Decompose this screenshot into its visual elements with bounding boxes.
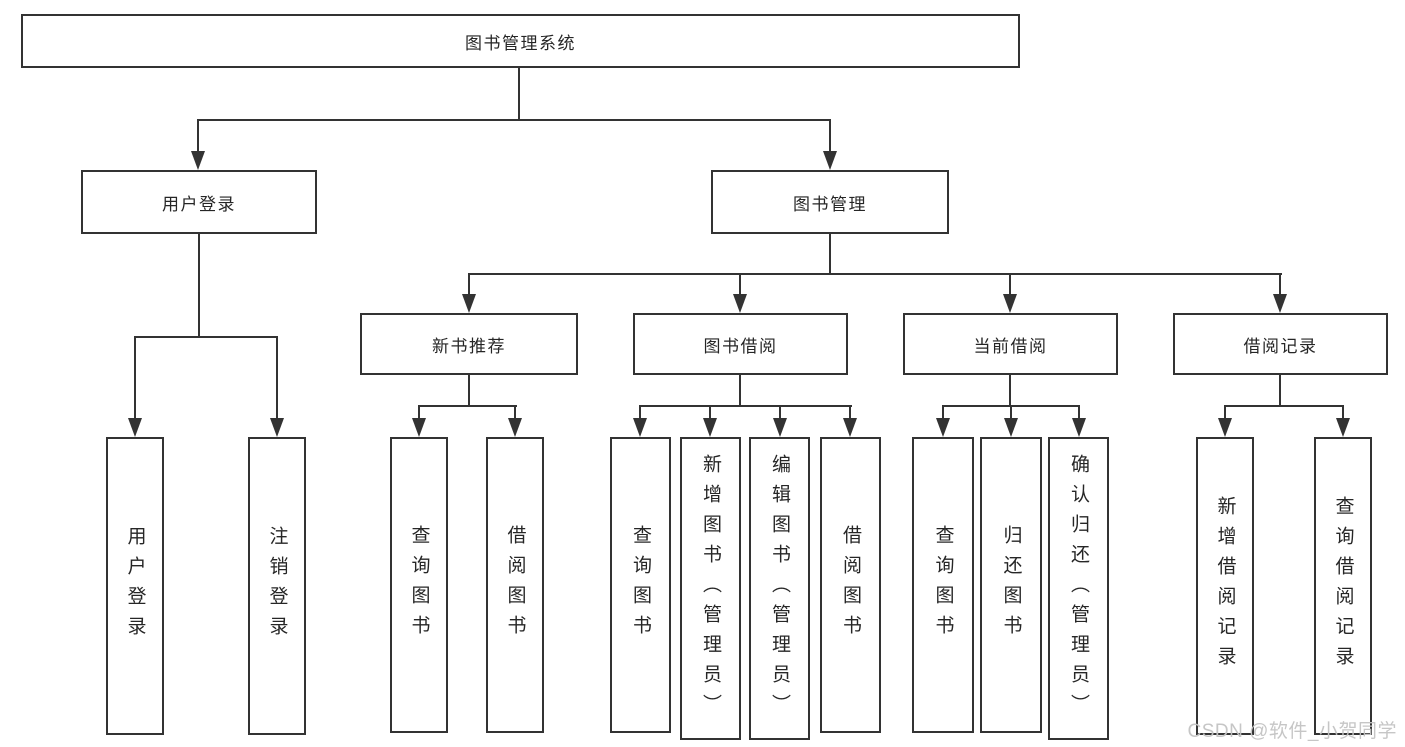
- connector-line: [1078, 405, 1080, 419]
- connector-line: [849, 405, 851, 419]
- connector-line: [1224, 405, 1226, 419]
- connector-line: [1009, 375, 1011, 406]
- connector-line: [1224, 405, 1344, 407]
- leaf-user-login: 用户登录: [106, 437, 164, 735]
- connector-line: [639, 405, 852, 407]
- node-book-management: 图书管理: [711, 170, 949, 234]
- leaf-logout: 注销登录: [248, 437, 306, 735]
- leaf-return-books: 归还图书: [980, 437, 1042, 733]
- connector-line: [1279, 375, 1281, 406]
- arrow-down-icon: [1218, 418, 1232, 437]
- arrow-down-icon: [1072, 418, 1086, 437]
- arrow-down-icon: [1273, 294, 1287, 313]
- connector-line: [739, 273, 741, 295]
- connector-line: [514, 405, 516, 419]
- arrow-down-icon: [823, 151, 837, 170]
- leaf-add-books-admin: 新增图书（管理员）: [680, 437, 741, 740]
- leaf-edit-books-admin: 编辑图书（管理员）: [749, 437, 810, 740]
- leaf-query-books: 查询图书: [610, 437, 671, 733]
- arrow-down-icon: [412, 418, 426, 437]
- leaf-add-borrow-record: 新增借阅记录: [1196, 437, 1254, 735]
- connector-line: [468, 273, 470, 295]
- arrow-down-icon: [843, 418, 857, 437]
- csdn-watermark: CSDN @软件_小贺同学: [1187, 721, 1397, 742]
- leaf-borrow-books: 借阅图书: [486, 437, 544, 733]
- connector-line: [197, 119, 199, 152]
- arrow-down-icon: [270, 418, 284, 437]
- node-current-borrow: 当前借阅: [903, 313, 1118, 375]
- arrow-down-icon: [191, 151, 205, 170]
- arrow-down-icon: [936, 418, 950, 437]
- connector-line: [709, 405, 711, 419]
- connector-line: [1279, 273, 1281, 295]
- connector-line: [468, 273, 1282, 275]
- arrow-down-icon: [508, 418, 522, 437]
- connector-line: [134, 336, 136, 419]
- connector-line: [829, 119, 831, 152]
- arrow-down-icon: [773, 418, 787, 437]
- node-new-book-recommend: 新书推荐: [360, 313, 578, 375]
- connector-line: [942, 405, 944, 419]
- leaf-confirm-return-admin: 确认归还（管理员）: [1048, 437, 1109, 740]
- connector-line: [276, 336, 278, 419]
- connector-line: [418, 405, 420, 419]
- connector-line: [1009, 273, 1011, 295]
- leaf-query-borrow-record: 查询借阅记录: [1314, 437, 1372, 735]
- connector-line: [739, 375, 741, 406]
- arrow-down-icon: [1004, 418, 1018, 437]
- connector-line: [468, 375, 470, 406]
- leaf-query-books: 查询图书: [390, 437, 448, 733]
- connector-line: [639, 405, 641, 419]
- connector-line: [829, 234, 831, 274]
- arrow-down-icon: [633, 418, 647, 437]
- arrow-down-icon: [128, 418, 142, 437]
- node-book-borrow: 图书借阅: [633, 313, 848, 375]
- leaf-borrow-books: 借阅图书: [820, 437, 881, 733]
- connector-line: [198, 234, 200, 337]
- node-root: 图书管理系统: [21, 14, 1020, 68]
- leaf-query-books: 查询图书: [912, 437, 974, 733]
- connector-line: [1010, 405, 1012, 419]
- node-borrow-records: 借阅记录: [1173, 313, 1388, 375]
- connector-line: [418, 405, 517, 407]
- connector-line: [197, 119, 831, 121]
- arrow-down-icon: [1336, 418, 1350, 437]
- connector-line: [518, 68, 520, 119]
- arrow-down-icon: [733, 294, 747, 313]
- arrow-down-icon: [1003, 294, 1017, 313]
- connector-line: [134, 336, 278, 338]
- arrow-down-icon: [703, 418, 717, 437]
- connector-line: [779, 405, 781, 419]
- node-user-login: 用户登录: [81, 170, 317, 234]
- arrow-down-icon: [462, 294, 476, 313]
- connector-line: [1342, 405, 1344, 419]
